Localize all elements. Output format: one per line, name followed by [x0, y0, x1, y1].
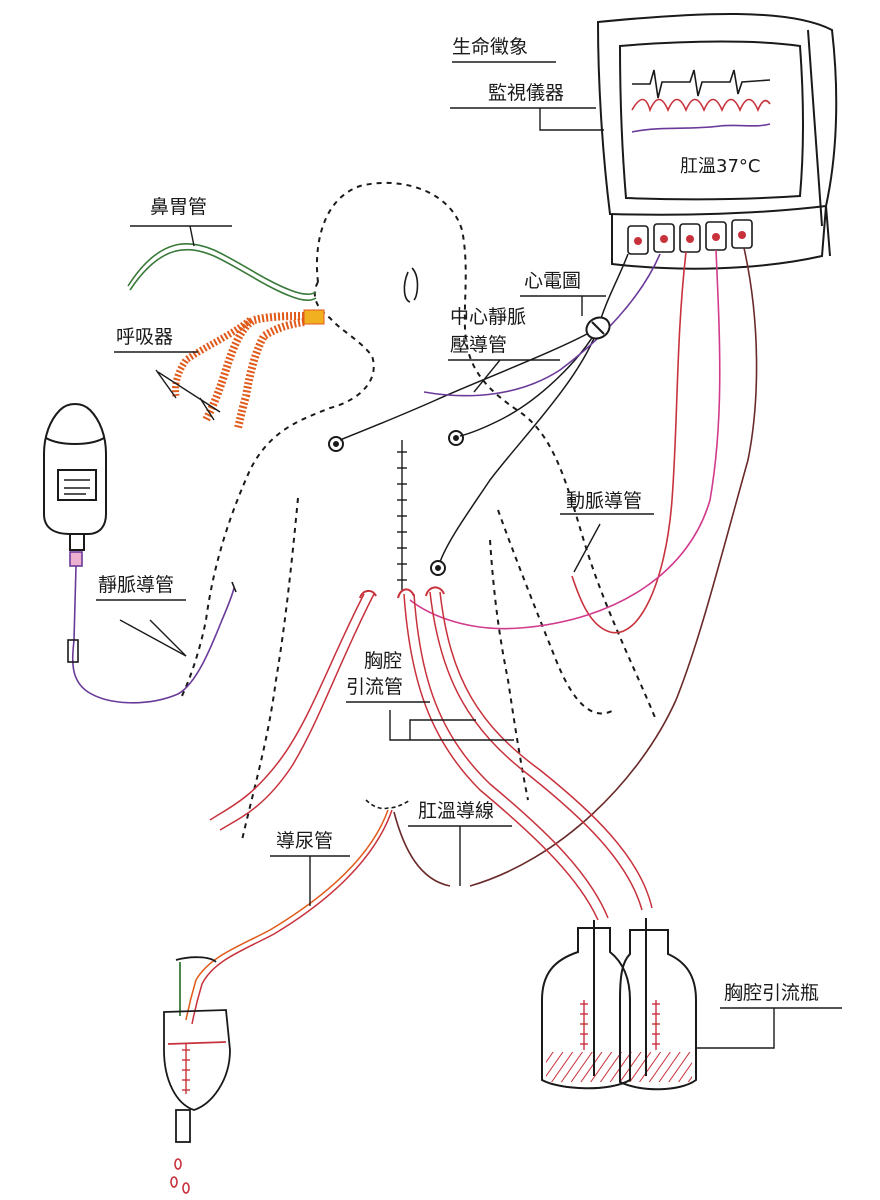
ventilator-mouthpiece-icon — [303, 309, 325, 325]
label-arterial-catheter: 動脈導管 — [566, 490, 643, 512]
perineum-outline — [365, 799, 411, 810]
urine-drops-icon — [170, 1158, 190, 1194]
vital-signs-monitor-icon — [596, 12, 838, 270]
monitor-readout-text: 肛溫 — [680, 156, 716, 177]
monitor-readout-value: 37 — [716, 156, 739, 177]
label-cvp-line1: 中心靜脈 — [450, 306, 527, 328]
label-chest-tube-line2: 引流管 — [346, 676, 404, 698]
ventilator-tubes — [172, 312, 305, 429]
rectal-probe-wire — [393, 811, 451, 887]
nasogastric-tube — [127, 242, 317, 301]
ecg-electrodes — [328, 430, 464, 576]
iv-bag-icon — [43, 403, 107, 551]
label-leader-lines — [96, 61, 842, 1049]
label-vital-signs-line2: 監視儀器 — [488, 82, 565, 104]
monitor-ports — [627, 219, 753, 255]
label-ventilator: 呼吸器 — [116, 326, 174, 348]
monitor-waveforms — [631, 69, 771, 133]
monitor-readout: 肛溫37°C — [680, 156, 760, 178]
iv-drip-chamber — [67, 551, 237, 704]
label-vital-signs-line1: 生命徵象 — [452, 36, 529, 58]
patient-body-outline — [179, 182, 657, 841]
label-cvp-line2: 壓導管 — [450, 334, 508, 356]
urinary-catheter — [185, 809, 393, 1025]
label-urinary-catheter: 導尿管 — [276, 830, 334, 852]
label-rectal-probe: 肛溫導線 — [418, 800, 495, 822]
label-iv-catheter: 靜脈導管 — [98, 574, 175, 596]
label-chest-tube-line1: 胸腔 — [364, 650, 403, 672]
cvp-catheter — [423, 253, 661, 397]
label-chest-drainage-bottle: 胸腔引流瓶 — [724, 982, 820, 1004]
sternum-incision — [397, 440, 407, 590]
lead-connector-icon — [585, 316, 611, 340]
chest-drainage-bottles-icon — [541, 918, 697, 1091]
label-ecg: 心電圖 — [524, 270, 582, 292]
chest-tubes — [209, 586, 653, 921]
ecg-leads — [339, 253, 629, 563]
label-nasogastric-tube: 鼻胃管 — [150, 196, 208, 218]
urine-bag-icon — [163, 956, 231, 1143]
ear-icon — [403, 267, 419, 303]
monitor-readout-unit: °C — [738, 156, 761, 177]
